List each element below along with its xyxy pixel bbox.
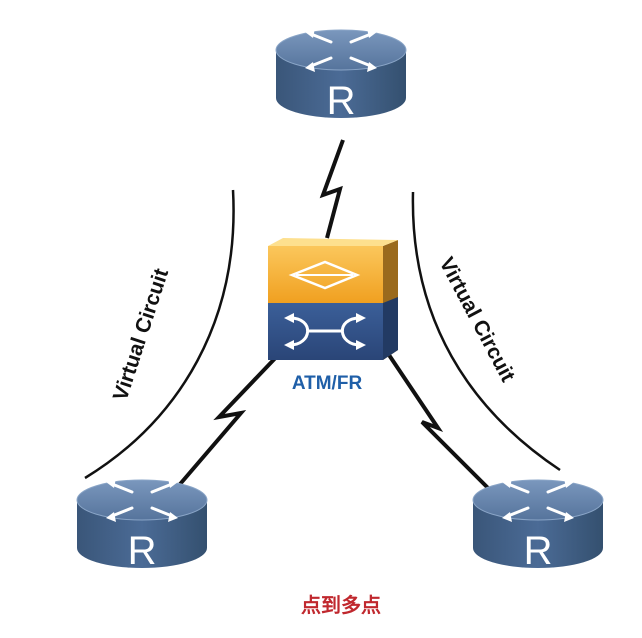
switch-label: ATM/FR [292,373,363,394]
switch-diamond-icon [288,260,361,290]
router-top[interactable]: R [274,26,408,123]
virtual-circuit-right-curve [411,191,561,472]
serial-link-top [319,139,345,239]
router-bottom-right[interactable]: R [471,476,605,573]
router-letter: R [327,79,356,123]
diagram-caption: 点到多点 [301,593,381,617]
virtual-circuit-label-left: Virtual Circuit [109,266,173,404]
atm-fr-switch[interactable] [268,238,398,360]
switch-arrows-icon [288,316,362,347]
router-bottom-left[interactable]: R [75,476,209,573]
virtual-circuit-label-right: Virtual Circuit [435,254,520,386]
serial-link-left [173,348,285,492]
virtual-circuit-left-curve [84,189,235,480]
serial-link-right [385,350,492,492]
router-letter: R [128,529,157,573]
router-letter: R [524,529,553,573]
